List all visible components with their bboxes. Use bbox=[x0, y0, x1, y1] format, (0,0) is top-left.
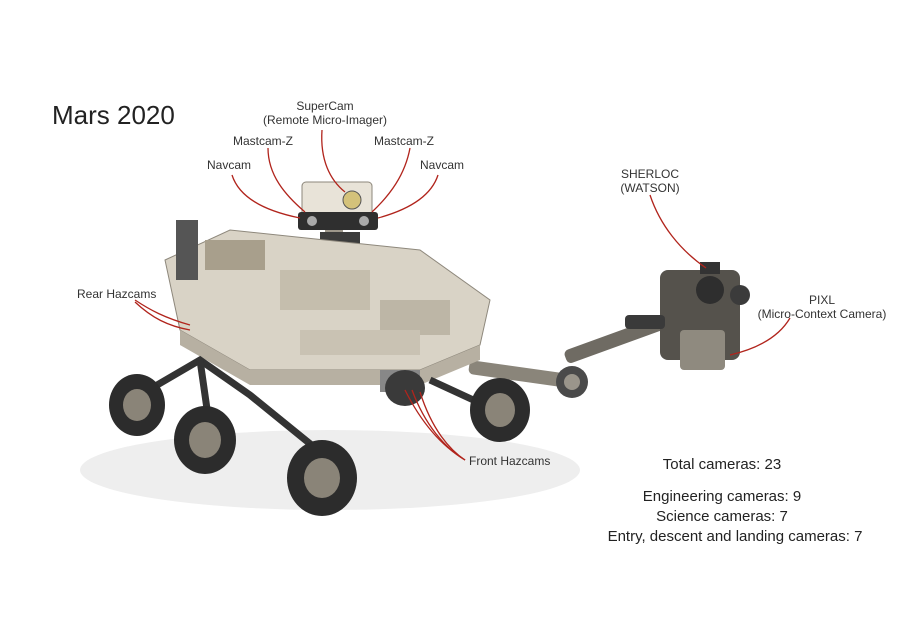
leader-rear-hazcams-1 bbox=[134, 299, 191, 326]
label-pixl-line1: PIXL bbox=[808, 293, 835, 307]
arm-turret bbox=[625, 262, 750, 370]
stat-science-cameras: Science cameras: 7 bbox=[656, 508, 788, 525]
label-mastcam-right: Mastcam-Z bbox=[374, 134, 434, 148]
wheel-middle-left bbox=[174, 406, 236, 474]
leader-supercam bbox=[321, 129, 346, 193]
rover-body bbox=[164, 220, 491, 392]
leader-rear-hazcams-2 bbox=[134, 301, 191, 331]
wheel-front-left bbox=[287, 440, 357, 516]
wheel-rear-left bbox=[109, 374, 165, 436]
label-pixl: PIXL (Micro-Context Camera) bbox=[752, 293, 892, 321]
label-sherloc-line2: (WATSON) bbox=[620, 181, 680, 195]
label-front-hazcams: Front Hazcams bbox=[469, 454, 551, 468]
stat-engineering-cameras: Engineering cameras: 9 bbox=[642, 488, 802, 505]
leader-sherloc bbox=[649, 194, 707, 269]
page-title: Mars 2020 bbox=[52, 100, 175, 130]
label-sherloc: SHERLOC (WATSON) bbox=[615, 167, 685, 195]
leader-mastcam-left bbox=[267, 147, 306, 213]
label-sherloc-line1: SHERLOC bbox=[620, 167, 679, 181]
label-navcam-left: Navcam bbox=[207, 158, 252, 172]
leader-front-hazcams-3 bbox=[419, 391, 466, 461]
wheel-middle-right bbox=[385, 370, 425, 406]
label-navcam-right: Navcam bbox=[420, 158, 465, 172]
label-mastcam-left: Mastcam-Z bbox=[233, 134, 293, 148]
leader-mastcam-right bbox=[371, 147, 411, 213]
leader-navcam-right bbox=[377, 174, 439, 219]
label-pixl-line2: (Micro-Context Camera) bbox=[757, 307, 887, 321]
stat-edl-cameras: Entry, descent and landing cameras: 7 bbox=[607, 528, 863, 545]
leader-pixl bbox=[729, 317, 791, 356]
leader-lines bbox=[134, 129, 791, 461]
label-supercam: SuperCam (Remote Micro-Imager) bbox=[255, 99, 395, 127]
wheel-front-right bbox=[470, 378, 530, 442]
label-supercam-line2: (Remote Micro-Imager) bbox=[262, 113, 388, 127]
leader-navcam-left bbox=[231, 174, 301, 219]
stat-total-cameras: Total cameras: 23 bbox=[662, 456, 782, 473]
label-supercam-line1: SuperCam bbox=[296, 99, 354, 113]
label-rear-hazcams: Rear Hazcams bbox=[77, 287, 157, 301]
